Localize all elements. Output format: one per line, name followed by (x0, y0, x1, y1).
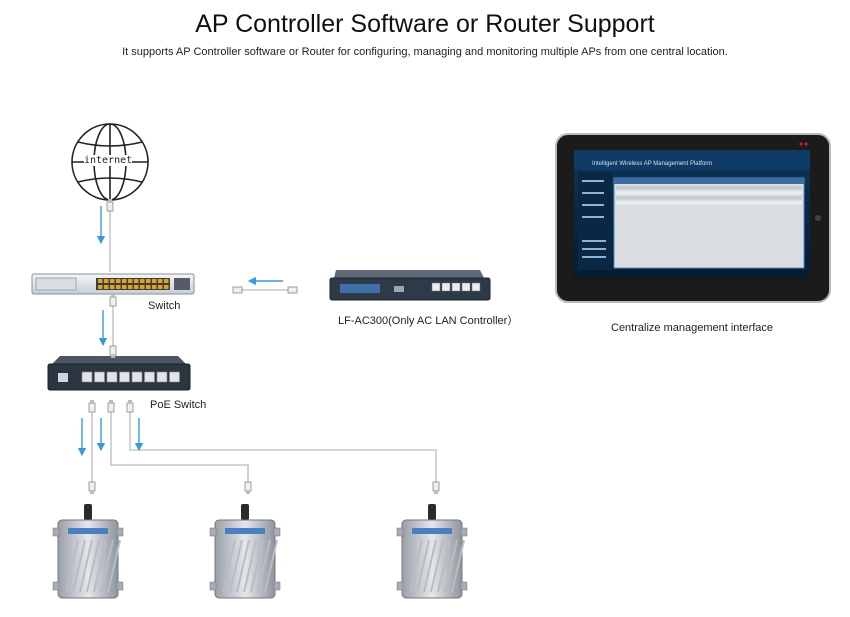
page-title: AP Controller Software or Router Support (195, 10, 655, 38)
switch-port (134, 285, 139, 289)
screen-row (616, 196, 802, 200)
controller-port (441, 282, 451, 292)
poe-port (144, 371, 155, 383)
switch-port (146, 285, 151, 289)
tablet-caption: Centralize management interface (611, 322, 774, 334)
switch-port (122, 279, 127, 283)
switch-label: Switch (148, 300, 181, 312)
switch-port (110, 285, 115, 289)
poe-port (81, 371, 93, 383)
rj45-plug (88, 481, 96, 494)
controller-port (471, 282, 481, 292)
switch-port (140, 285, 145, 289)
rj45-plug (244, 481, 252, 494)
switch-port (152, 285, 157, 289)
switch-port (122, 285, 127, 289)
switch-port (134, 279, 139, 283)
rj45-plug (106, 199, 114, 212)
switch-port (146, 279, 151, 283)
poe-port (169, 371, 180, 383)
switch-port (110, 279, 115, 283)
rj45-plugs (88, 199, 440, 494)
poe-switch-device (47, 356, 191, 391)
poe-port (106, 371, 118, 383)
screen-title: Intelligent Wireless AP Management Platf… (592, 161, 712, 167)
switch-port (98, 285, 103, 289)
screen-table-rows (616, 186, 802, 205)
screen-menu-lines (582, 180, 606, 258)
access-points (52, 504, 468, 599)
switch-ports (98, 279, 169, 289)
ap-badge (225, 528, 265, 534)
rj45-plug (126, 400, 134, 413)
cable-poe-ap3 (129, 412, 437, 488)
poe-port (131, 371, 143, 383)
switch-port (128, 279, 133, 283)
switch-port (104, 279, 109, 283)
switch-port (104, 285, 109, 289)
switch-port (152, 279, 157, 283)
controller-ports (431, 282, 481, 292)
switch-port (158, 279, 163, 283)
rj45-plug (287, 286, 298, 294)
rj45-plug (109, 345, 117, 358)
switch-port (116, 285, 121, 289)
screen-row (616, 186, 802, 190)
cables (91, 200, 437, 488)
controller-label: LF-AC300(Only AC LAN Controller） (338, 315, 519, 327)
controller-port (461, 282, 471, 292)
rj45-plug (432, 481, 440, 494)
poe-port (119, 371, 130, 383)
cable-poe-ap2 (110, 412, 249, 488)
poe-port (156, 371, 168, 383)
ap-badge (412, 528, 452, 534)
access-point-device (209, 504, 281, 599)
switch-port (164, 279, 169, 283)
ap-badge (68, 528, 108, 534)
switch-port (128, 285, 133, 289)
poe-switch-ports (81, 371, 180, 383)
poe-port (94, 371, 105, 383)
switch-port (164, 285, 169, 289)
switch-port (158, 285, 163, 289)
data-flow-arrows (77, 206, 283, 457)
screen-row (616, 201, 802, 205)
rj45-plug (88, 400, 96, 413)
internet-label: internet (84, 155, 133, 166)
ap-antenna (428, 504, 436, 520)
controller-port (431, 282, 441, 292)
switch-port (98, 279, 103, 283)
access-point-device (396, 504, 468, 599)
switch-device (31, 273, 195, 295)
rj45-plug (107, 400, 115, 413)
rj45-plug (109, 294, 117, 307)
switch-port (140, 279, 145, 283)
access-point-device (52, 504, 124, 599)
rj45-plug (232, 286, 243, 294)
ap-antenna (84, 504, 92, 520)
ap-antenna (241, 504, 249, 520)
screen-row (616, 191, 802, 195)
poe-switch-label: PoE Switch (150, 399, 207, 411)
controller-port (451, 282, 461, 292)
switch-port (116, 279, 121, 283)
page-subtitle: It supports AP Controller software or Ro… (122, 46, 728, 58)
